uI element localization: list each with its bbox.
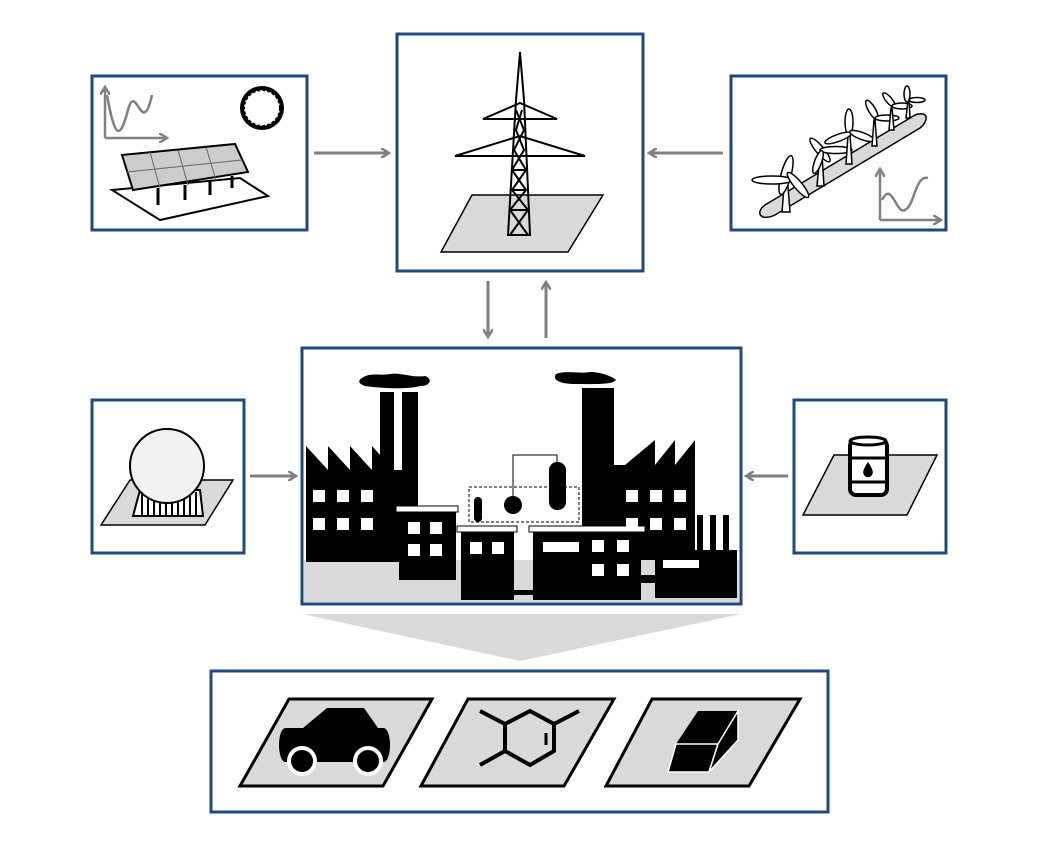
output-funnel: [302, 614, 741, 661]
molecule-icon: [418, 697, 617, 788]
sun-icon: [240, 86, 284, 130]
wind-farm-icon: [751, 85, 940, 220]
oil-barrel-icon: [801, 435, 939, 516]
chart-icon: [880, 170, 940, 220]
factory-icon: [304, 372, 739, 602]
ingot-icon: [603, 697, 803, 788]
chart-icon: [105, 88, 166, 138]
solar-panel-icon: [105, 86, 284, 222]
car-icon: [237, 697, 435, 788]
arrows: [250, 153, 788, 476]
products-icons: [237, 697, 803, 788]
gas-tank-icon: [99, 428, 235, 526]
oil-drop-icon: [863, 462, 873, 478]
power-pylon-icon: [439, 51, 605, 253]
